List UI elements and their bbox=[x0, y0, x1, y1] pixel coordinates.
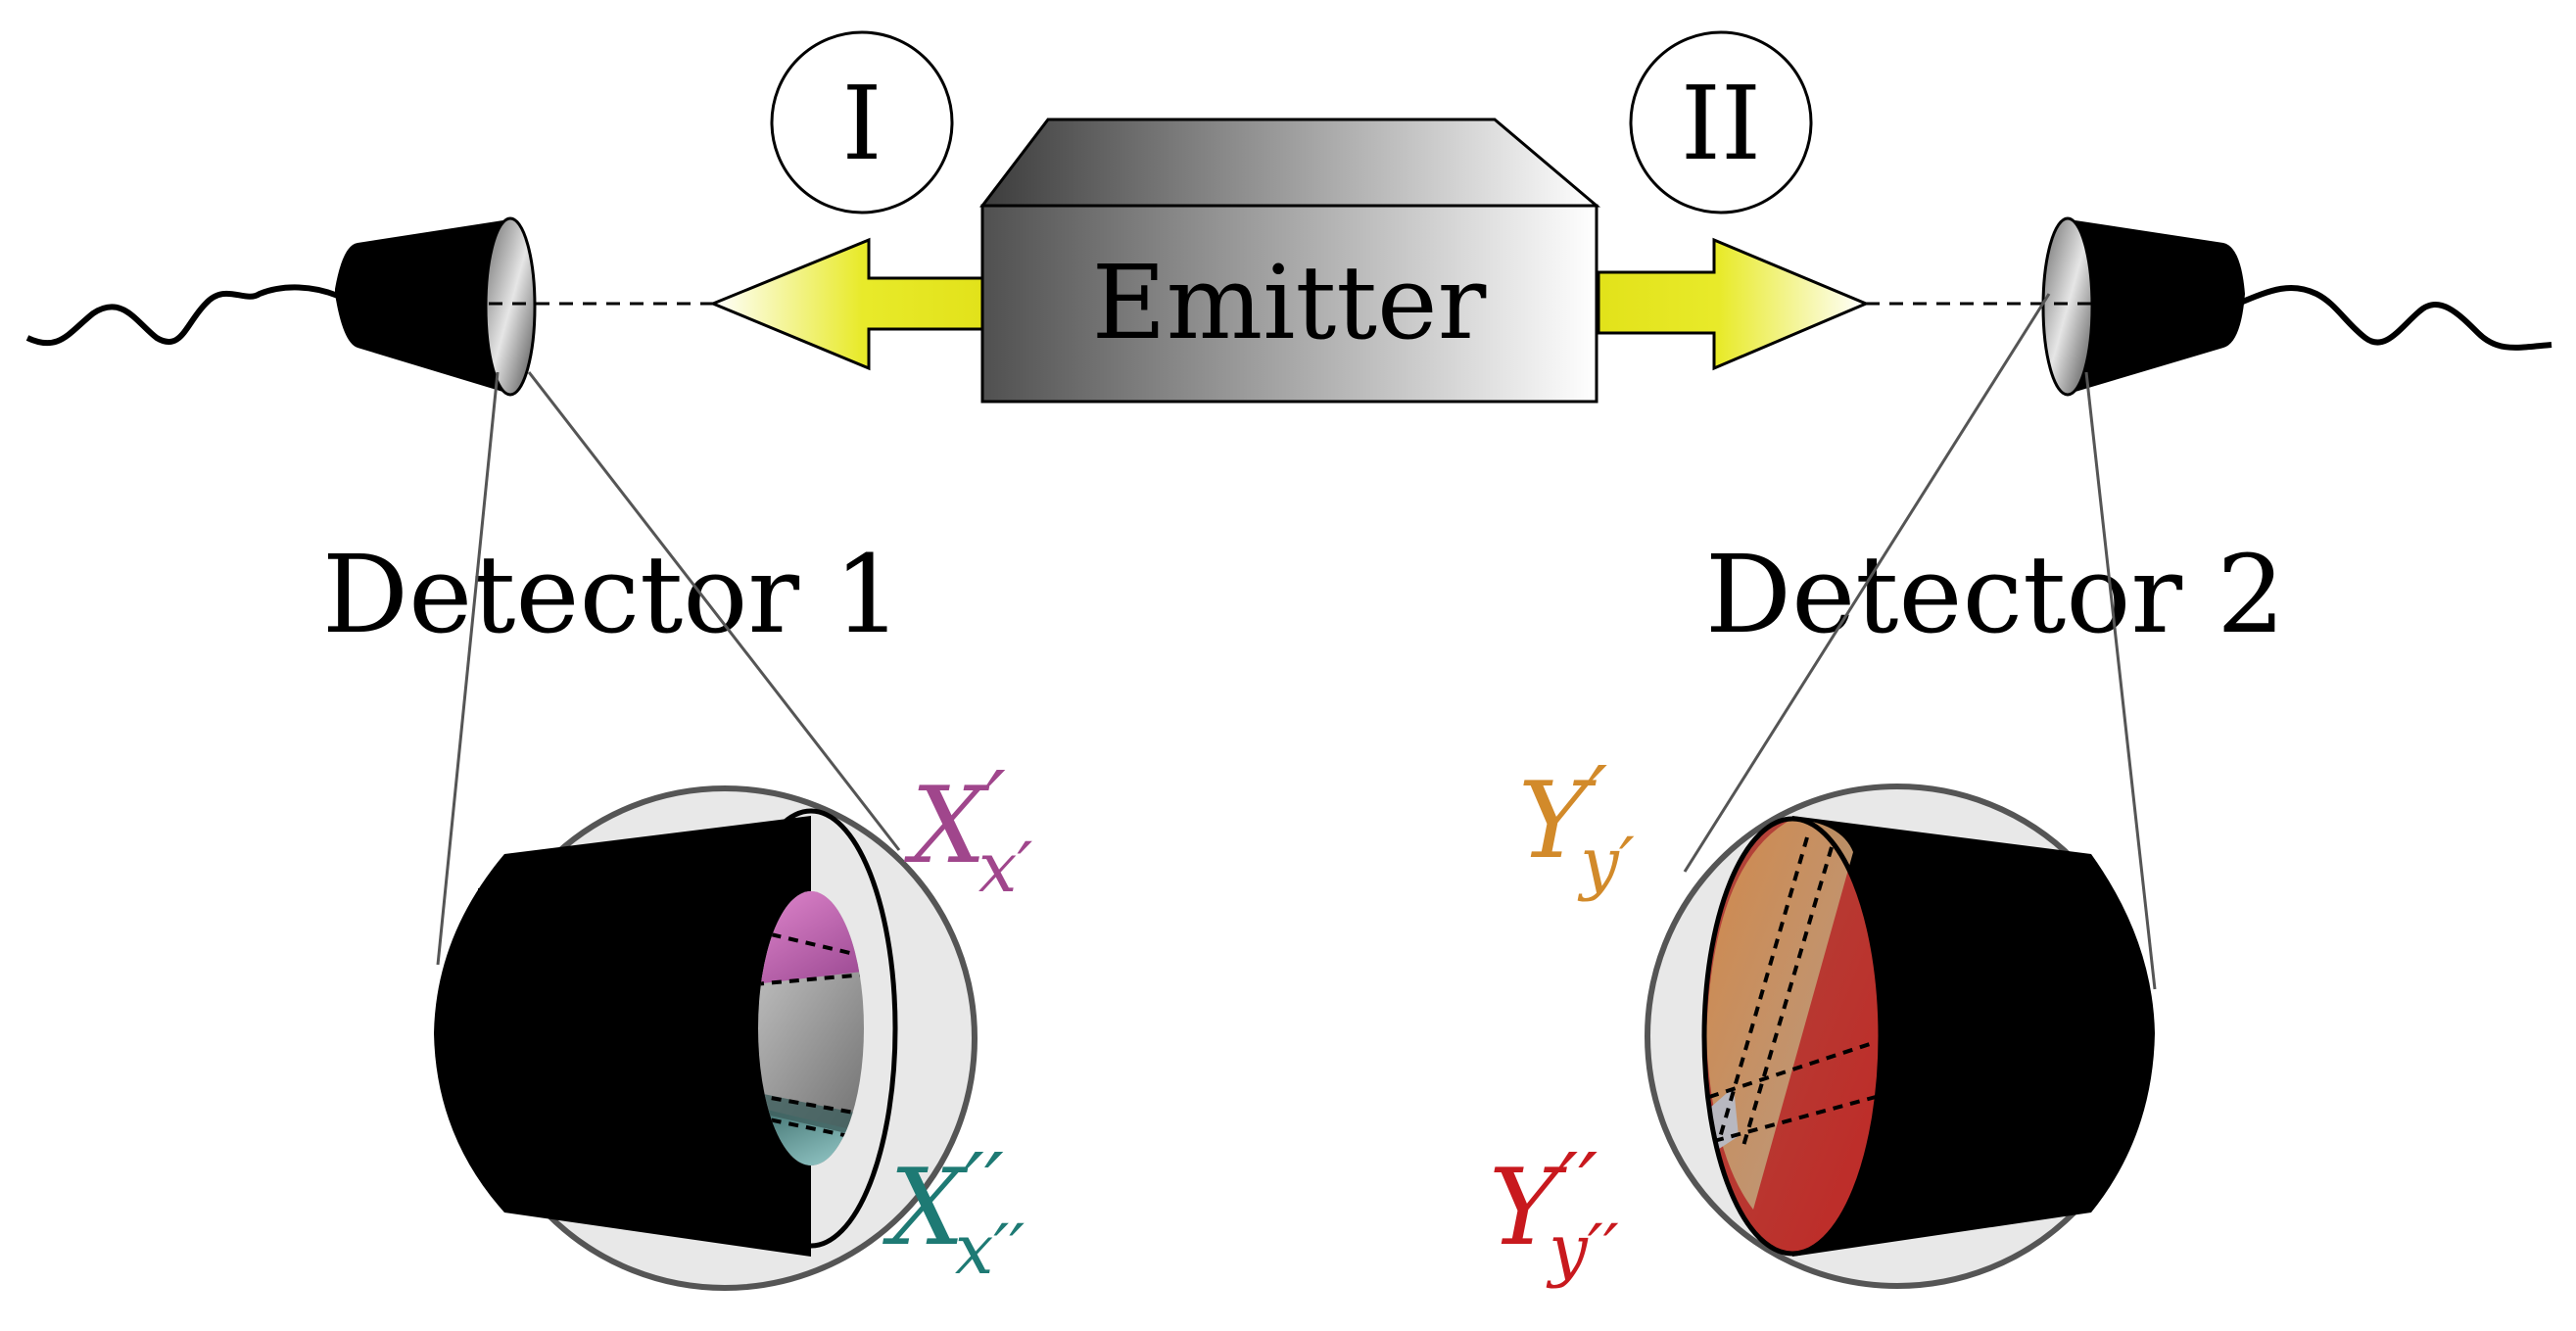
arrow-left bbox=[709, 237, 986, 371]
y-prime-segment bbox=[1706, 819, 1853, 1210]
detector-1-lens bbox=[484, 216, 537, 397]
emitter-box bbox=[978, 118, 1601, 404]
emitter-label: Emitter bbox=[1092, 243, 1487, 362]
channel-1-circle bbox=[770, 30, 954, 214]
zoom-line-2b bbox=[2084, 371, 2157, 990]
channel-2-label: II bbox=[1681, 64, 1761, 183]
y-prime-sub: y′ bbox=[1577, 823, 1635, 903]
detector-2-lens bbox=[2041, 216, 2094, 397]
y-prime-main: Y bbox=[1518, 760, 1597, 882]
arrow-right bbox=[1597, 237, 1870, 371]
x-prime-main: X bbox=[904, 765, 990, 887]
x-prime-sub: x′ bbox=[978, 828, 1032, 908]
y-prime-label: Y′y′ bbox=[1518, 747, 1635, 903]
x-prime-segment bbox=[758, 891, 864, 984]
zoom-line-1b bbox=[527, 371, 901, 851]
x-double-prime-sub: x′′ bbox=[955, 1210, 1025, 1290]
detector-2-lens-face bbox=[1701, 816, 1884, 1257]
detector-1-magnified bbox=[434, 785, 978, 1291]
cable-right bbox=[2236, 285, 2552, 351]
x-double-prime-label: X′′x′′ bbox=[883, 1134, 1025, 1290]
channel-1-label: I bbox=[841, 64, 882, 183]
x-prime-label: X′x′ bbox=[904, 752, 1032, 908]
y-double-prime-label: Y′′y′′ bbox=[1489, 1134, 1619, 1290]
y-double-prime-main: Y bbox=[1489, 1147, 1567, 1269]
y-double-prime-mark: ′′ bbox=[1558, 1134, 1598, 1235]
x-double-prime-mark: ′′ bbox=[965, 1134, 1004, 1235]
y-double-prime-sub: y′′ bbox=[1546, 1210, 1618, 1290]
x-double-prime-main: X bbox=[883, 1147, 969, 1269]
y-prime-mark: ′ bbox=[1588, 747, 1607, 848]
detector-2-magnified bbox=[1645, 784, 2155, 1289]
channel-2-circle bbox=[1629, 30, 1813, 214]
detector-1-small bbox=[335, 216, 537, 397]
zoom-line-1a bbox=[436, 371, 500, 966]
detector-1-label: Detector 1 bbox=[322, 532, 902, 657]
zoom-line-2a bbox=[1683, 293, 2051, 873]
x-prime-mark: ′ bbox=[986, 752, 1006, 853]
cable-left bbox=[25, 284, 340, 347]
detector-2-small bbox=[2041, 216, 2245, 397]
detector-2-label: Detector 2 bbox=[1705, 532, 2285, 657]
